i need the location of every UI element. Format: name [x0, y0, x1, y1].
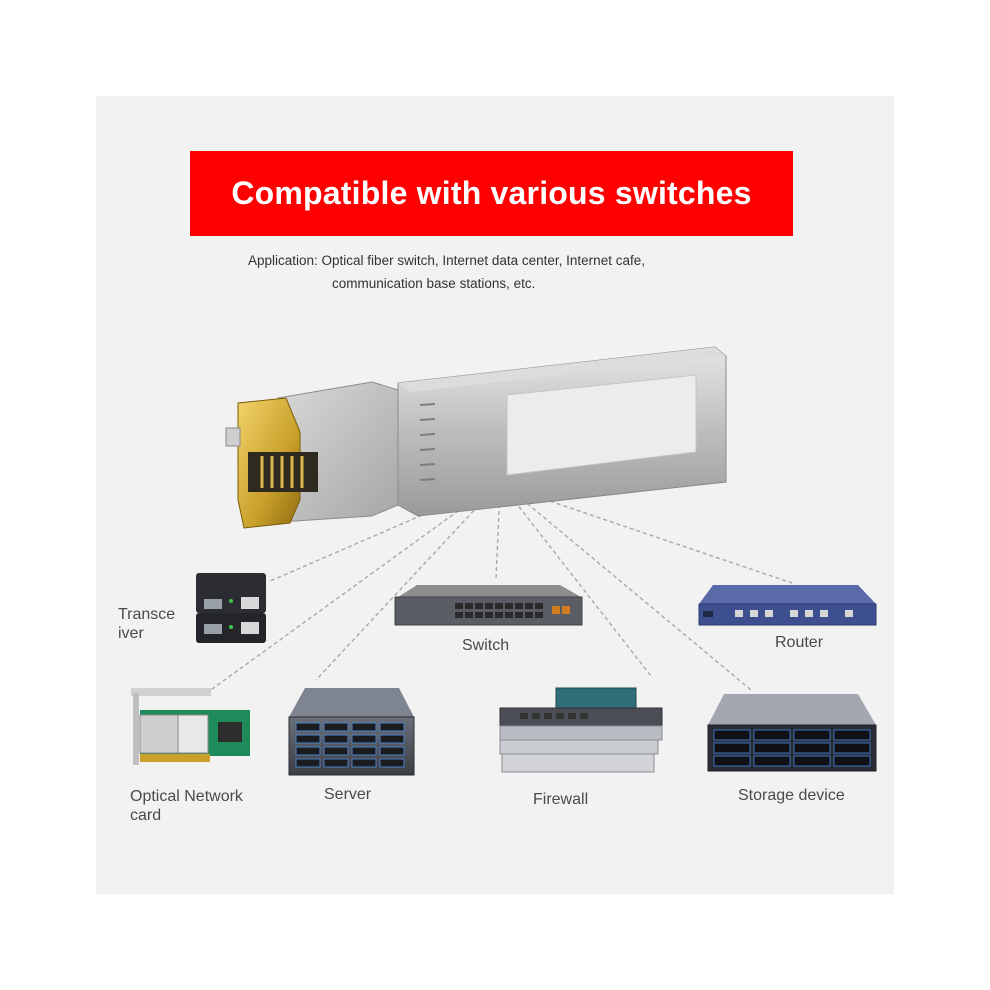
- network-card-label-line1: Optical Network: [130, 788, 243, 805]
- banner-title: Compatible with various switches: [231, 175, 752, 211]
- server-label: Server: [324, 786, 372, 803]
- router-device: [698, 585, 877, 626]
- application-text-line1: Application: Optical fiber switch, Inter…: [248, 253, 645, 268]
- server-device: [288, 688, 415, 776]
- transceiver-label-line1: Transce: [118, 606, 176, 623]
- network-card-label: Optical Network card: [130, 787, 243, 825]
- switch-label: Switch: [462, 637, 510, 654]
- application-text-line2: communication base stations, etc.: [332, 276, 536, 291]
- network-card-device: [131, 688, 250, 765]
- router-label: Router: [775, 634, 824, 651]
- network-card-label-line2: card: [130, 807, 162, 824]
- transceiver-device: [196, 573, 266, 643]
- transceiver-label-line2: iver: [118, 625, 144, 642]
- transceiver-label: Transce iver: [118, 605, 175, 643]
- firewall-device: [499, 687, 663, 773]
- switch-device: [394, 585, 583, 626]
- sfp-module: [225, 346, 727, 529]
- firewall-label: Firewall: [533, 791, 589, 808]
- storage-device: [707, 694, 877, 772]
- storage-label: Storage device: [738, 787, 845, 804]
- title-banner: Compatible with various switches: [190, 151, 793, 236]
